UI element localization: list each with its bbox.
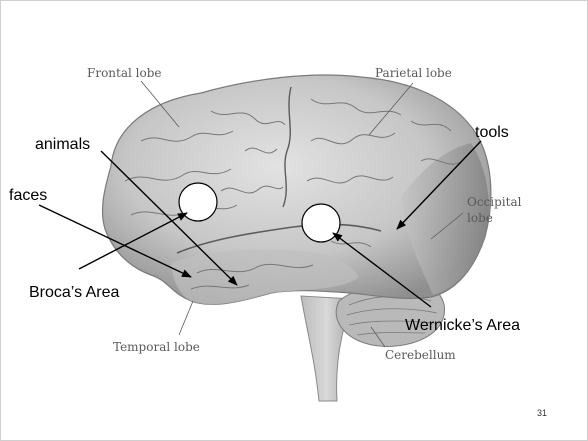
temporal-shading [171, 250, 359, 305]
parietal-lobe-label: Parietal lobe [375, 66, 452, 80]
cerebellum-label: Cerebellum [385, 348, 456, 362]
frontal-lobe-label: Frontal lobe [87, 66, 162, 80]
wernicke-area-label: Wernicke’s Area [405, 317, 520, 334]
tools-label: tools [475, 124, 509, 141]
faces-label: faces [9, 187, 47, 204]
broca-area-label: Broca’s Area [29, 284, 120, 301]
occipital-lobe-label-line1: Occipital [467, 195, 522, 209]
wernicke-circle [302, 204, 340, 242]
temporal-lobe-leader [179, 301, 193, 335]
occipital-lobe-label-line2: lobe [467, 211, 493, 225]
broca-circle [179, 183, 217, 221]
page-number: 31 [537, 408, 547, 418]
animals-label: animals [35, 136, 90, 153]
temporal-lobe-label: Temporal lobe [113, 340, 200, 354]
